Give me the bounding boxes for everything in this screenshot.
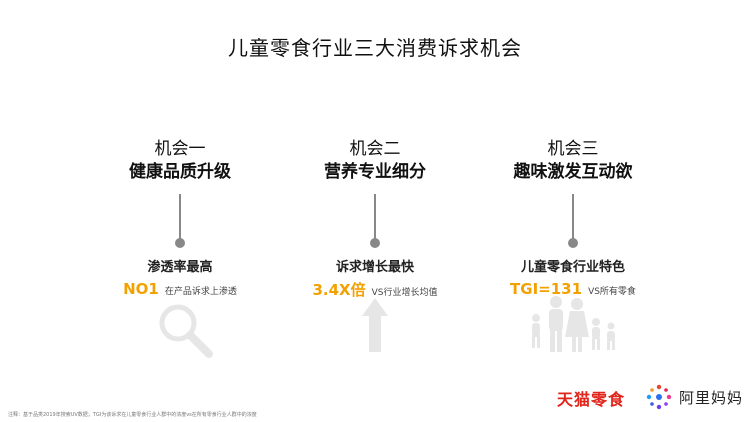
metric-label: 诉求增长最快 — [335, 260, 414, 275]
pin-marker — [370, 194, 380, 250]
opportunity-name: 健康品质升级 — [129, 162, 231, 182]
metric-value: NO1 — [123, 280, 159, 298]
opportunity-label: 机会二 — [349, 139, 401, 159]
growth-arrow-icon — [362, 298, 388, 352]
opportunity-name: 营养专业细分 — [324, 162, 426, 182]
metric-value-row: NO1 在产品诉求上渗透 — [70, 279, 290, 298]
magnifier-icon — [159, 304, 213, 358]
alimama-logo: 阿里妈妈 — [645, 381, 743, 413]
metric-value-row: TGI=131 VS所有零食 — [463, 279, 683, 298]
opportunity-3: 机会三 趣味激发互动欲 儿童零食行业特色 TGI=131 VS所有零食 — [463, 138, 683, 298]
metric-value-note: VS所有零食 — [588, 287, 636, 297]
alimama-wordmark: 阿里妈妈 — [679, 388, 744, 407]
opportunity-2: 机会二 营养专业细分 诉求增长最快 3.4X倍 VS行业增长均值 — [265, 138, 485, 300]
footnote: 注释：基于品类2019年搜索UV数据；TGI为该诉求在儿童零食行业人群中的浓度v… — [8, 412, 257, 418]
metric-label: 儿童零食行业特色 — [520, 260, 625, 275]
metric-value-note: VS行业增长均值 — [371, 288, 438, 298]
metric-value-row: 3.4X倍 VS行业增长均值 — [265, 279, 485, 300]
opportunity-label: 机会三 — [547, 139, 599, 159]
page-title: 儿童零食行业三大消费诉求机会 — [228, 36, 522, 60]
tmall-snacks-logo: 天猫零食 — [557, 390, 626, 409]
family-icon — [532, 296, 615, 352]
opportunity-name: 趣味激发互动欲 — [513, 162, 633, 182]
metric-value: 3.4X倍 — [312, 281, 366, 299]
opportunity-1: 机会一 健康品质升级 渗透率最高 NO1 在产品诉求上渗透 — [70, 138, 290, 298]
pin-marker — [175, 194, 185, 250]
metric-value: TGI=131 — [510, 280, 583, 298]
opportunity-label: 机会一 — [154, 139, 206, 159]
metric-label: 渗透率最高 — [147, 260, 213, 275]
pin-marker — [568, 194, 578, 250]
alimama-mark-icon — [646, 384, 672, 410]
metric-value-note: 在产品诉求上渗透 — [164, 287, 237, 297]
